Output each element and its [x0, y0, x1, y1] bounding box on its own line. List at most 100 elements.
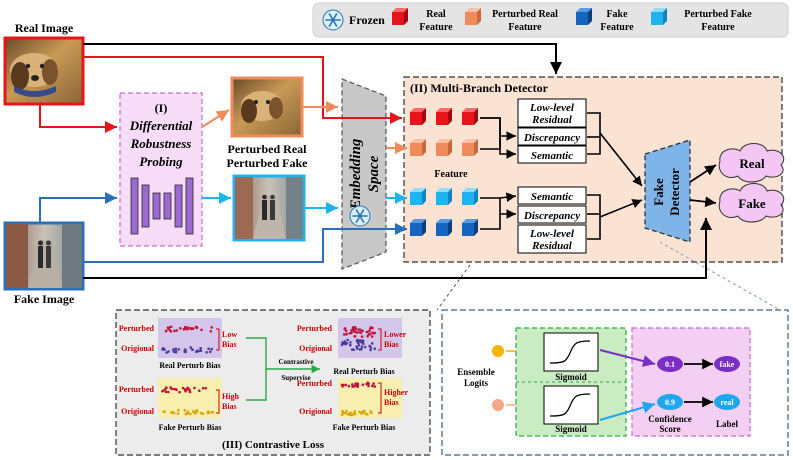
- real-perturb-bias-label-left: Real Perturb Bias: [159, 361, 220, 370]
- scatter-point: [189, 346, 193, 349]
- scatter-point: [201, 386, 205, 390]
- scatter-point: [356, 331, 359, 334]
- ensemble-logits-line1: Ensemble: [457, 367, 495, 377]
- scatter-point: [162, 347, 165, 350]
- scatter-point: [357, 344, 361, 347]
- scatter-point: [162, 410, 166, 413]
- perturbed-real-thumbnail: [230, 76, 304, 138]
- scatter-point: [205, 351, 208, 354]
- scatter-point: [345, 409, 348, 413]
- scatter-point: [179, 327, 182, 330]
- feature-label: Feature: [434, 169, 468, 180]
- fake-perturb-bias-label-right: Fake Perturb Bias: [333, 423, 396, 432]
- branch-real-lowlevel-line1: Low-level: [529, 102, 575, 114]
- supervise-line2: Supervise: [281, 374, 310, 382]
- scatter-point: [175, 329, 179, 332]
- scatter-point: [168, 329, 172, 332]
- scatter-point: [358, 348, 362, 351]
- perturbed-fake-thumbnail: [232, 174, 306, 242]
- scatter-point: [354, 326, 357, 329]
- scatter-point: [198, 389, 201, 393]
- scatter-point: [195, 409, 199, 413]
- legend-real-feature-line1: Real: [426, 9, 446, 20]
- score-badge-real: [657, 394, 683, 410]
- fake-detector-line1: Fake: [651, 178, 666, 206]
- label-value-real: real: [720, 398, 734, 407]
- scatter-point: [366, 381, 370, 385]
- confidence-score-line2: Score: [659, 424, 680, 434]
- real-image-thumbnail: [3, 36, 85, 106]
- scatter-point: [184, 350, 187, 354]
- scatter-point: [352, 412, 356, 415]
- perturbed-real-label: Perturbed Real: [228, 142, 308, 156]
- unet-icon: [130, 177, 194, 235]
- embedding-space-line2: Space: [366, 155, 382, 192]
- scatter-point: [341, 409, 344, 413]
- scatter-point: [183, 388, 187, 391]
- output-fake-label: Fake: [738, 196, 766, 211]
- scatter-point: [181, 386, 185, 390]
- scatter-point: [193, 386, 196, 390]
- scatter-point: [191, 348, 194, 352]
- sigmoid-plot-top: [543, 332, 599, 372]
- scatter-point: [361, 383, 365, 387]
- scatter-point: [341, 412, 345, 415]
- branch-real-discrepancy: Discrepancy: [523, 132, 580, 144]
- calibration-panel: Ensemble Logits Sigmoid Sigmoid 0.1 0.9 …: [441, 309, 789, 456]
- scatter-point: [204, 386, 208, 390]
- ensemble-logits-line2: Logits: [464, 378, 489, 388]
- real-feature-cube: [462, 108, 478, 125]
- scatter-point: [165, 386, 168, 390]
- scatter-point: [164, 390, 168, 394]
- scatter-point: [373, 347, 377, 351]
- sigmoid-plot-bottom: [543, 385, 599, 425]
- connector-line: [436, 264, 471, 311]
- scatter-point: [347, 384, 351, 388]
- scatter-point: [177, 348, 181, 351]
- scatter-point: [368, 333, 372, 336]
- label-perturbed: Perturbed: [119, 385, 155, 394]
- scatter-point: [351, 383, 354, 386]
- scatter-point: [350, 413, 354, 417]
- fake-perturb-bias-label-left: Fake Perturb Bias: [159, 423, 222, 432]
- scatter-point: [170, 411, 173, 414]
- legend-perturbed-real-line2: Feature: [508, 22, 542, 33]
- perturbed-fake-label: Perturbed Fake: [227, 156, 309, 170]
- probing-to-perturbed-real-arrow: [201, 109, 230, 128]
- score-value-fake: 0.1: [665, 360, 675, 369]
- probing-index: (I): [155, 101, 168, 115]
- scatter-point: [373, 331, 377, 335]
- scatter-point: [210, 347, 213, 351]
- scatter-point: [343, 327, 347, 330]
- contrastive-loss-panel: (III) Contrastive Loss Perturbed Origion…: [115, 309, 431, 456]
- higher-bias-line2: Bias: [384, 398, 399, 407]
- scatter-point: [369, 348, 372, 352]
- scatter-point: [170, 387, 173, 391]
- scatter-point: [342, 333, 346, 336]
- output-real-label: Real: [739, 156, 765, 171]
- scatter-point: [173, 329, 176, 333]
- scatter-point: [360, 335, 364, 338]
- scatter-point: [350, 348, 354, 351]
- perturbed-fake-feature-cube-icon: [651, 8, 667, 25]
- scatter-point: [368, 329, 371, 333]
- label-caption: Label: [716, 419, 739, 429]
- legend-real-feature-line2: Feature: [419, 22, 453, 33]
- scatter-point: [344, 329, 348, 333]
- probing-title-line3: Probing: [139, 154, 183, 169]
- scatter-point: [361, 410, 365, 413]
- scatter-point: [162, 389, 165, 392]
- scatter-point: [364, 412, 368, 416]
- connector-line: [659, 241, 781, 311]
- scatter-point: [344, 342, 347, 346]
- legend-perturbed-fake-line1: Perturbed Fake: [684, 9, 752, 20]
- high-bias-line1: High: [222, 392, 239, 401]
- real-image-label: Real Image: [15, 21, 74, 35]
- scatter-point: [195, 326, 199, 330]
- sigmoid-label-bottom: Sigmoid: [555, 424, 587, 434]
- perturbed-real-feature-cube: [436, 139, 452, 156]
- output-fake-cloud: Fake: [718, 183, 785, 223]
- probing-title-line1: Differential: [129, 118, 193, 133]
- scatter-point: [207, 347, 210, 351]
